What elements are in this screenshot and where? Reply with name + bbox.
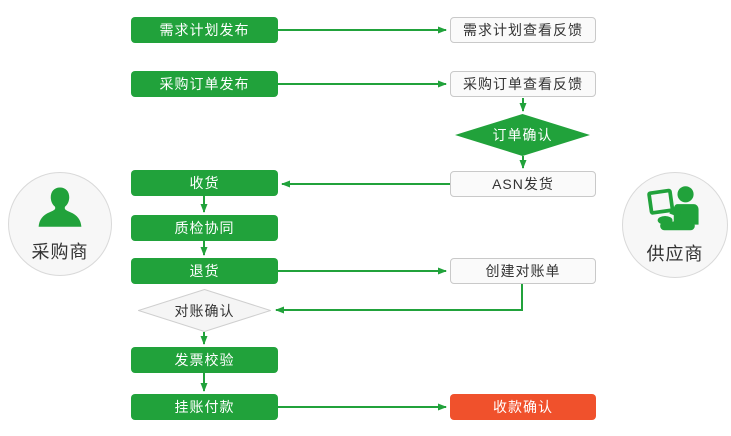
node-quality-collaboration: 质检协同 bbox=[131, 215, 278, 241]
node-receipt-confirm: 收款确认 bbox=[450, 394, 596, 420]
node-demand-plan-feedback: 需求计划查看反馈 bbox=[450, 17, 596, 43]
supplier-label: 供应商 bbox=[646, 244, 704, 264]
node-order-confirm-label: 订单确认 bbox=[492, 127, 553, 143]
node-invoice-check: 发票校验 bbox=[131, 347, 278, 373]
buyer-label: 采购商 bbox=[31, 242, 89, 262]
buyer-actor: 采购商 bbox=[8, 172, 112, 276]
node-order-confirm: 订单确认 bbox=[455, 114, 590, 156]
node-return-goods: 退货 bbox=[131, 258, 278, 284]
node-purchase-order-publish: 采购订单发布 bbox=[131, 71, 278, 97]
person-icon bbox=[31, 184, 89, 236]
node-create-statement: 创建对账单 bbox=[450, 258, 596, 284]
node-book-payment: 挂账付款 bbox=[131, 394, 278, 420]
node-purchase-order-feedback: 采购订单查看反馈 bbox=[450, 71, 596, 97]
supplier-actor: 供应商 bbox=[622, 172, 728, 278]
person-laptop-icon bbox=[644, 184, 706, 238]
node-asn-ship: ASN发货 bbox=[450, 171, 596, 197]
node-receive-goods: 收货 bbox=[131, 170, 278, 196]
node-reconciliation-confirm-label: 对账确认 bbox=[174, 302, 235, 319]
node-reconciliation-confirm: 对账确认 bbox=[138, 289, 271, 332]
node-demand-plan-publish: 需求计划发布 bbox=[131, 17, 278, 43]
